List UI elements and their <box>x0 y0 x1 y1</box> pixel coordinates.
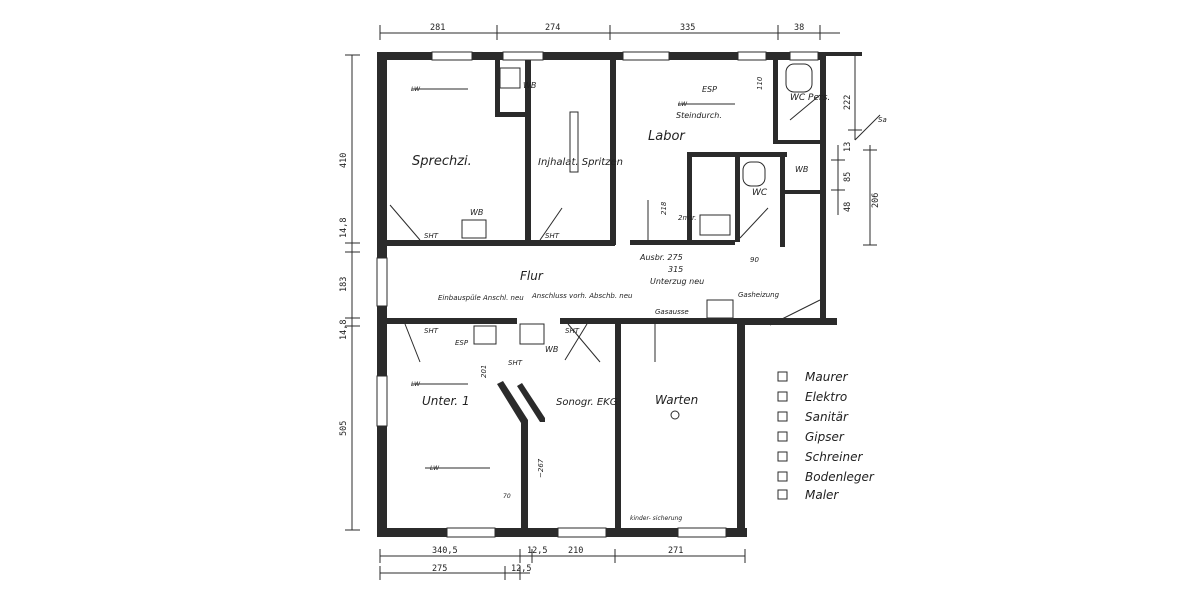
note-dim-110: 110 <box>756 76 764 90</box>
bottom-dim-4: 271 <box>668 546 683 556</box>
note-einbauspuele: Einbauspüle Anschl. neu <box>438 294 524 302</box>
trade-legend: Maurer Elektro Sanitär Gipser Schreiner … <box>777 370 875 502</box>
top-dim-4: 38 <box>794 23 804 33</box>
legend-label-maurer: Maurer <box>805 370 849 384</box>
room-label-untersuchung: Unter. 1 <box>422 394 470 408</box>
note-unterzug: Unterzug neu <box>650 277 704 286</box>
note-sht-5: SHT <box>508 359 523 367</box>
legend-item-maurer: Maurer <box>777 370 849 384</box>
note-dim-90: 90 <box>750 256 759 264</box>
note-wb-2: WB <box>470 208 483 217</box>
top-dim-1: 281 <box>430 23 445 33</box>
note-sht-2: SHT <box>545 232 560 240</box>
right-dim-5: 206 <box>871 193 881 208</box>
right-dim-1: 222 <box>843 95 853 110</box>
left-dimension-line <box>345 54 360 531</box>
legend-label-schreiner: Schreiner <box>805 450 863 464</box>
note-lw-4: LW <box>678 101 688 108</box>
note-anschluss: Anschluss vorh. Abschb. neu <box>531 292 633 300</box>
fixtures <box>412 63 813 469</box>
note-sht-1: SHT <box>424 232 439 240</box>
room-label-sprechzimmer: Sprechzi. <box>412 154 472 169</box>
note-lw-3: LW <box>430 465 440 472</box>
bottom-dimension-lines <box>379 549 746 580</box>
legend-item-sanitaer: Sanitär <box>777 410 849 424</box>
room-label-labor: Labor <box>648 129 686 144</box>
left-dim-1: 410 <box>339 153 349 168</box>
note-dim-70: 70 <box>503 493 511 500</box>
legend-item-gipser: Gipser <box>777 430 845 444</box>
bottom-dim-6: 12,5 <box>511 564 531 574</box>
top-dim-2: 274 <box>545 23 560 33</box>
note-steindurch: Steindurch. <box>676 111 722 120</box>
note-lw-1: LW <box>411 86 421 93</box>
right-dimension-line <box>831 54 881 246</box>
legend-label-bodenleger: Bodenleger <box>805 470 875 484</box>
bottom-dim-3: 210 <box>568 546 583 556</box>
note-esp-2: ESP <box>455 339 469 347</box>
bottom-dim-1: 340,5 <box>432 546 458 556</box>
left-dim-4: 14,8 <box>339 320 349 340</box>
windows <box>376 51 819 538</box>
note-wb-4: WB <box>795 165 808 174</box>
note-esp-1: ESP <box>702 85 717 94</box>
room-label-wc-personal: WC Pers. <box>790 93 830 103</box>
legend-item-schreiner: Schreiner <box>777 450 863 464</box>
room-label-flur: Flur <box>520 269 544 283</box>
top-dimension-line <box>379 25 840 40</box>
legend-item-maler: Maler <box>777 488 839 502</box>
note-kindersicherung: kinder- sicherung <box>630 515 682 522</box>
legend-label-sanitaer: Sanitär <box>805 410 849 424</box>
right-dim-3: 85 <box>843 172 853 182</box>
legend-item-bodenleger: Bodenleger <box>777 470 875 484</box>
note-wb-1: WB <box>523 81 536 90</box>
room-label-inhalation: Injhalat. Spritzen <box>538 157 623 168</box>
legend-label-elektro: Elektro <box>805 390 847 404</box>
note-sht-3: SHT <box>424 327 439 335</box>
top-dim-3: 335 <box>680 23 695 33</box>
note-unterzug-length: 315 <box>668 265 683 274</box>
note-dim-267: ~267 <box>537 458 545 478</box>
room-label-warten: Warten <box>655 393 698 407</box>
legend-label-gipser: Gipser <box>805 430 845 444</box>
bottom-dim-5: 275 <box>432 564 447 574</box>
legend-label-maler: Maler <box>805 488 839 502</box>
note-lw-2: LW <box>411 381 421 388</box>
note-2mtr: 2mtr. <box>678 214 696 222</box>
note-gasheizung: Gasheizung <box>738 291 780 299</box>
bottom-dim-2: 12,5 <box>527 546 547 556</box>
right-dim-2: 13 <box>843 142 853 152</box>
note-dim-201: 201 <box>480 365 488 378</box>
note-wb-3: WB <box>545 345 558 354</box>
right-dim-4: 48 <box>843 202 853 212</box>
room-label-wc: WC <box>752 188 768 198</box>
note-sht-4: SHT <box>565 327 580 335</box>
note-dim-218: 218 <box>660 201 668 215</box>
doors <box>389 94 821 363</box>
room-label-sonographie: Sonogr. EKG <box>556 397 618 408</box>
left-dim-5: 505 <box>339 421 349 436</box>
note-gasausse: Gasausse <box>655 308 689 316</box>
note-ausbruch: Ausbr. 275 <box>639 253 683 262</box>
legend-item-elektro: Elektro <box>777 390 847 404</box>
left-dim-3: 183 <box>339 277 349 292</box>
note-sa: Sa <box>878 116 887 124</box>
left-dim-2: 14,8 <box>339 218 349 238</box>
